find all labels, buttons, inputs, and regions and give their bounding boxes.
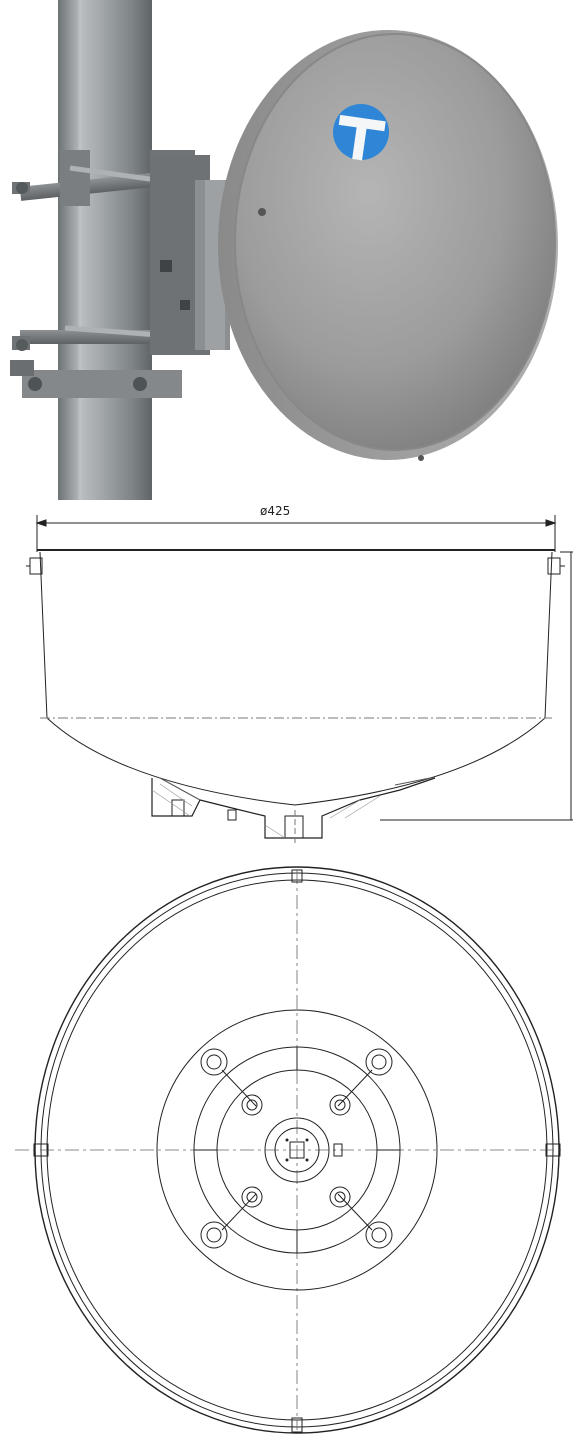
antenna-photo-svg — [10, 0, 558, 500]
mount-hub-section — [151, 777, 436, 839]
diameter-label: ø425 — [260, 504, 290, 518]
mounting-bracket — [150, 155, 230, 355]
brand-logo — [333, 104, 389, 161]
side-view-drawing: ø425 — [0, 500, 573, 850]
mount-plate-ring — [156, 1009, 438, 1291]
outer-bolts — [200, 1048, 393, 1249]
inner-bolts — [241, 1094, 351, 1208]
antenna-radome — [218, 30, 558, 461]
front-view-svg — [15, 866, 565, 1434]
logo-cross — [338, 114, 386, 161]
front-view-drawing — [0, 850, 573, 1440]
radome-body-outline — [39, 551, 553, 806]
side-view-svg: ø425 — [26, 504, 573, 845]
feed-port — [289, 1141, 305, 1159]
mounting-pole — [58, 0, 152, 500]
antenna-photo — [0, 0, 573, 500]
